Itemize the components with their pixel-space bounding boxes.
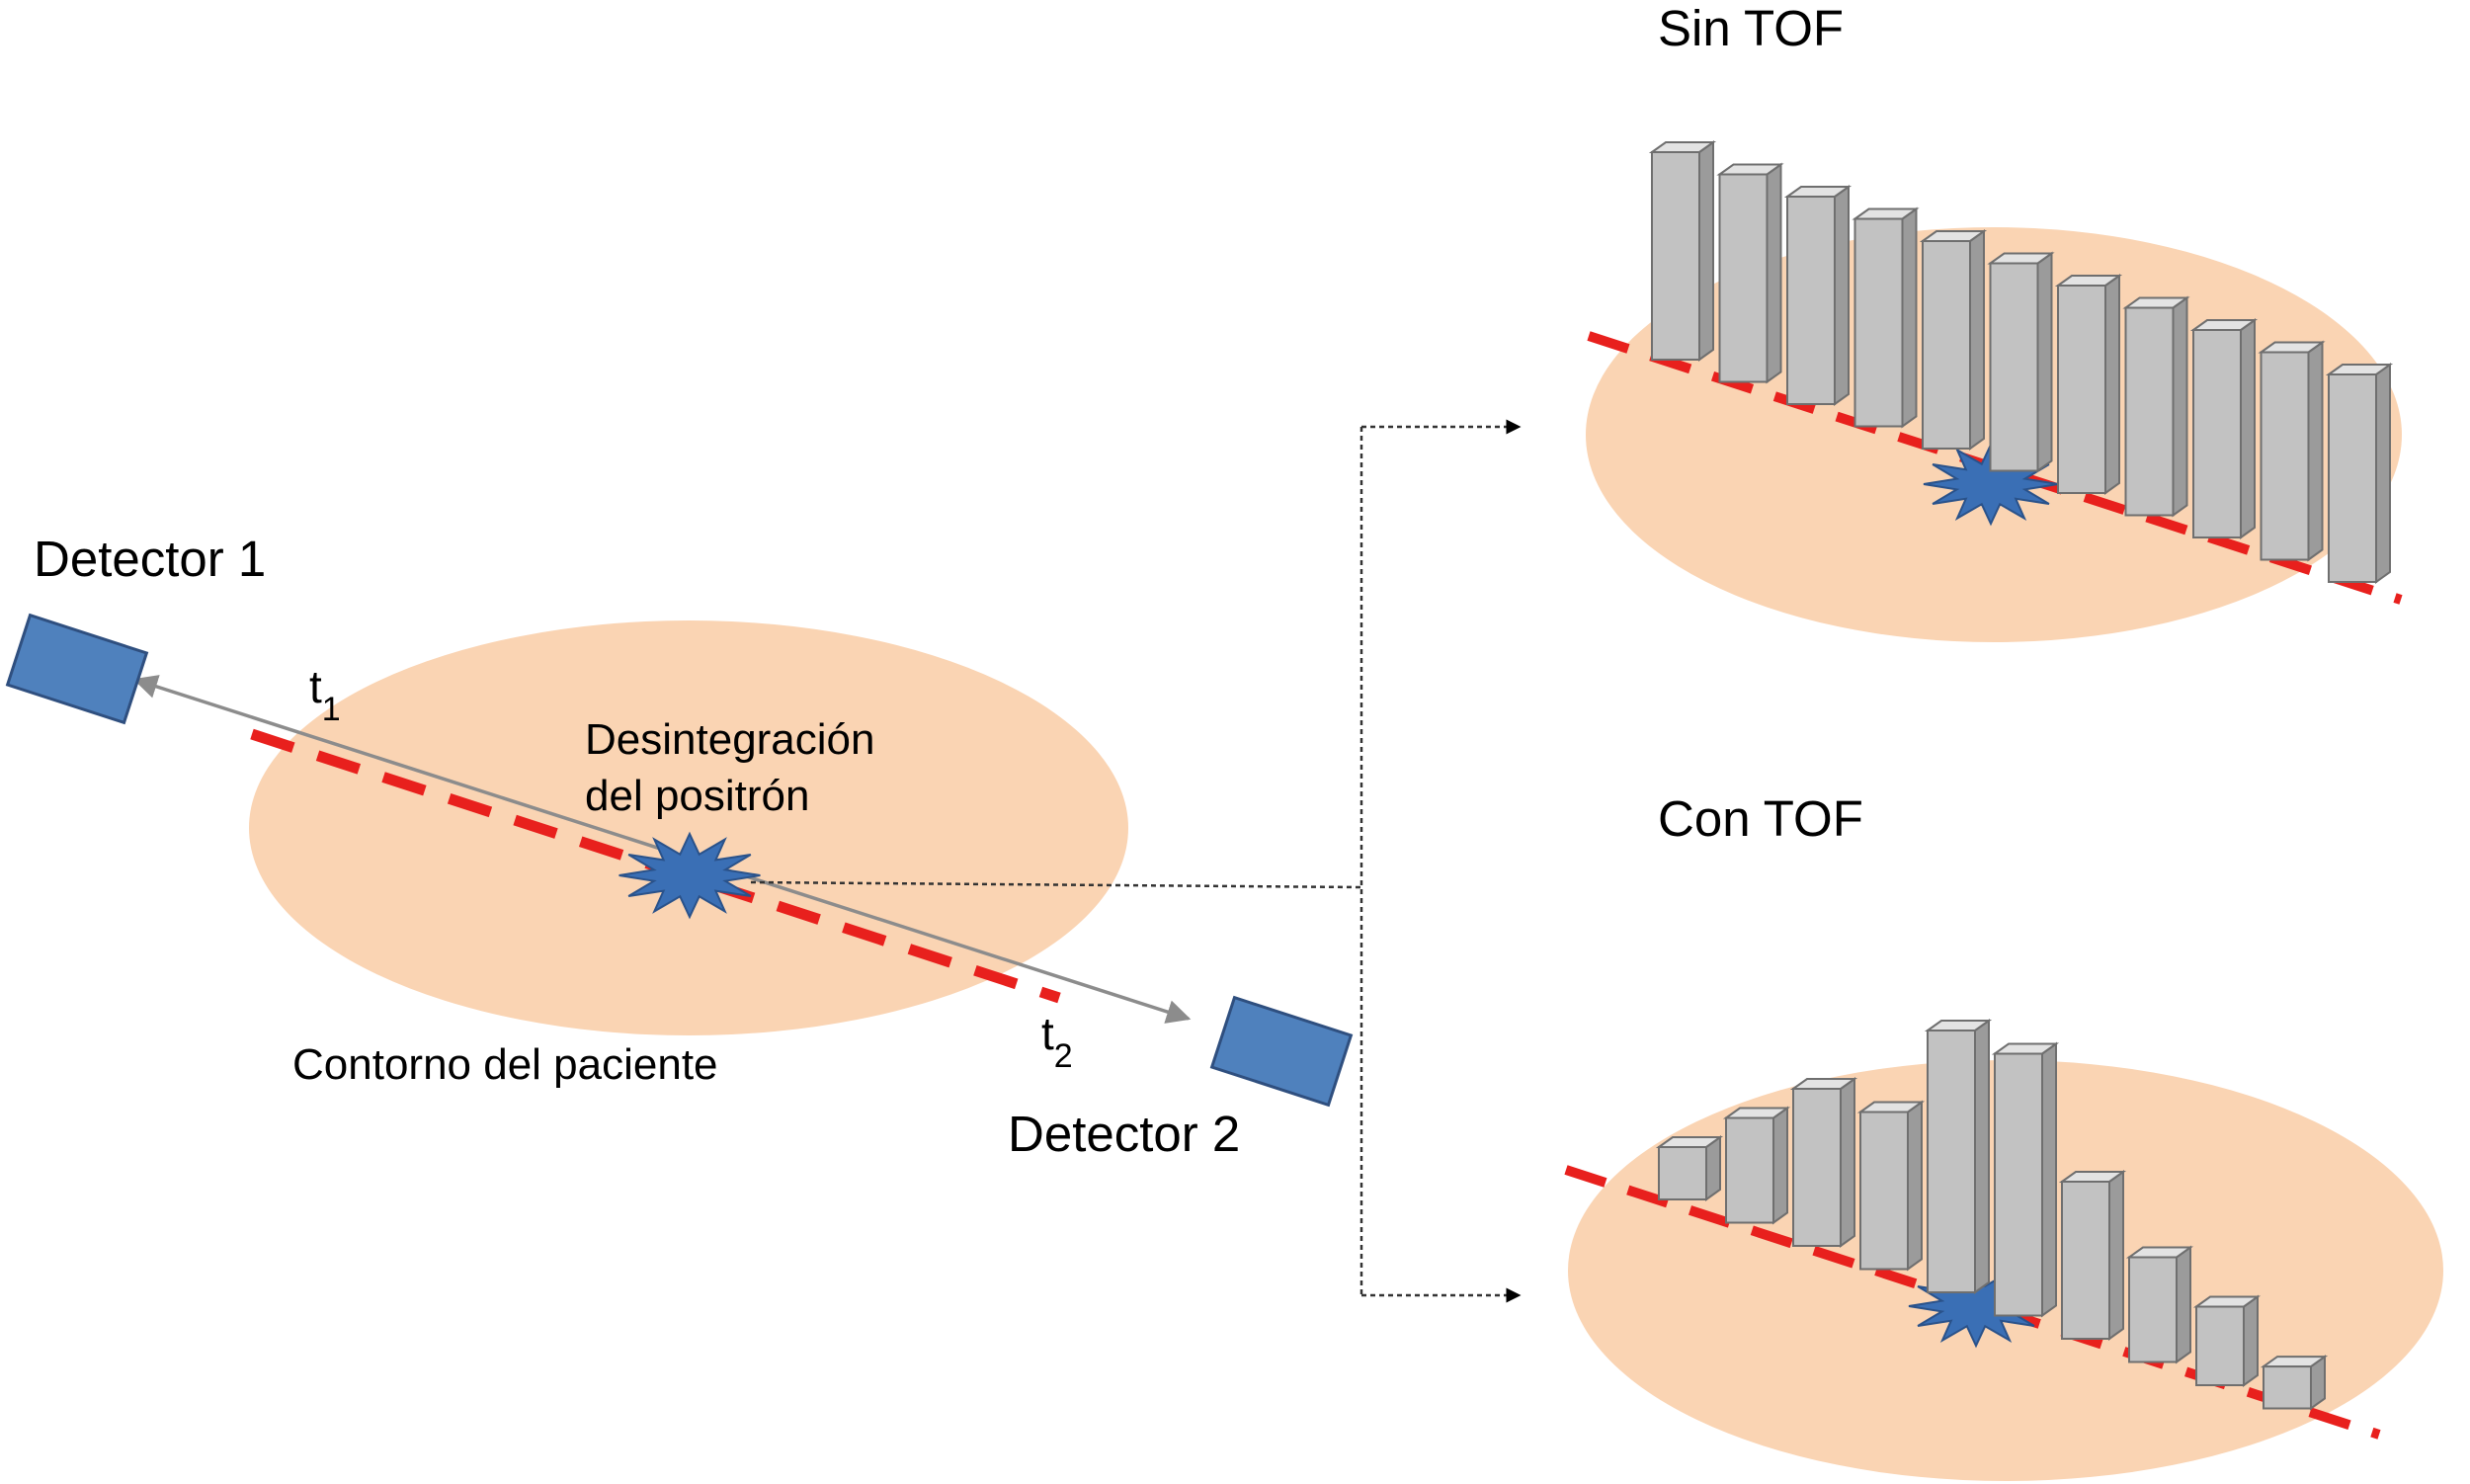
annihilation-label-line2: del positrón xyxy=(585,772,809,820)
t2-label: t2 xyxy=(1041,1008,1073,1075)
detector-2-label: Detector 2 xyxy=(1008,1106,1240,1162)
detector-2-block xyxy=(1209,995,1354,1108)
patient-contour-label: Contorno del paciente xyxy=(292,1040,718,1089)
positron-annihilation-starburst-icon xyxy=(618,831,761,920)
bars-bottom-bar-2 xyxy=(1722,1106,1791,1225)
bars-bottom-bar-4 xyxy=(1856,1100,1926,1272)
bars-bottom-bar-7 xyxy=(2058,1170,2127,1341)
bars-bottom-bar-8 xyxy=(2125,1245,2194,1364)
bottom-panel-con-tof: Con TOF xyxy=(1564,790,2443,1481)
bars-top-bar-9 xyxy=(2189,318,2259,539)
top-annihilation-starburst-icon xyxy=(1923,442,2059,527)
bars-top-bar-2 xyxy=(1716,162,1784,384)
bars-bottom-bar-6 xyxy=(1991,1041,2060,1318)
bars-bottom-bar-9 xyxy=(2192,1294,2262,1387)
top-panel-title: Sin TOF xyxy=(1658,0,1844,56)
bars-top-bar-4 xyxy=(1852,206,1920,429)
connector-bracket xyxy=(1359,419,1522,1303)
bars-bottom-bar-1 xyxy=(1655,1135,1724,1201)
annihilation-label-line1: Desintegración xyxy=(585,715,875,764)
t1-label: t1 xyxy=(309,661,341,728)
bars-bottom-bar-10 xyxy=(2260,1355,2329,1411)
bars-top-bar-5 xyxy=(1919,229,1988,451)
detector-1-label: Detector 1 xyxy=(34,531,266,587)
bars-top-bar-3 xyxy=(1783,185,1852,406)
bars-top-bar-8 xyxy=(2122,295,2190,518)
bars-top-bar-6 xyxy=(1987,251,2055,473)
bars-bottom-bar-5 xyxy=(1924,1019,1993,1294)
bars-bottom-bar-3 xyxy=(1789,1077,1858,1248)
top-histogram xyxy=(1648,140,2394,584)
left-panel: Detector 1 Detector 2 t1 t2 Desintegraci… xyxy=(5,531,1362,1162)
bars-top-bar-7 xyxy=(2054,274,2123,495)
bottom-panel-title: Con TOF xyxy=(1658,790,1863,847)
top-panel-sin-tof: Sin TOF xyxy=(1586,0,2403,642)
detector-1-block xyxy=(5,613,149,725)
bars-top-bar-11 xyxy=(2325,363,2394,584)
connector-dotted-line xyxy=(750,880,1362,889)
bars-top-bar-1 xyxy=(1648,140,1717,362)
bottom-histogram xyxy=(1655,1019,2329,1411)
bars-top-bar-10 xyxy=(2258,340,2326,562)
